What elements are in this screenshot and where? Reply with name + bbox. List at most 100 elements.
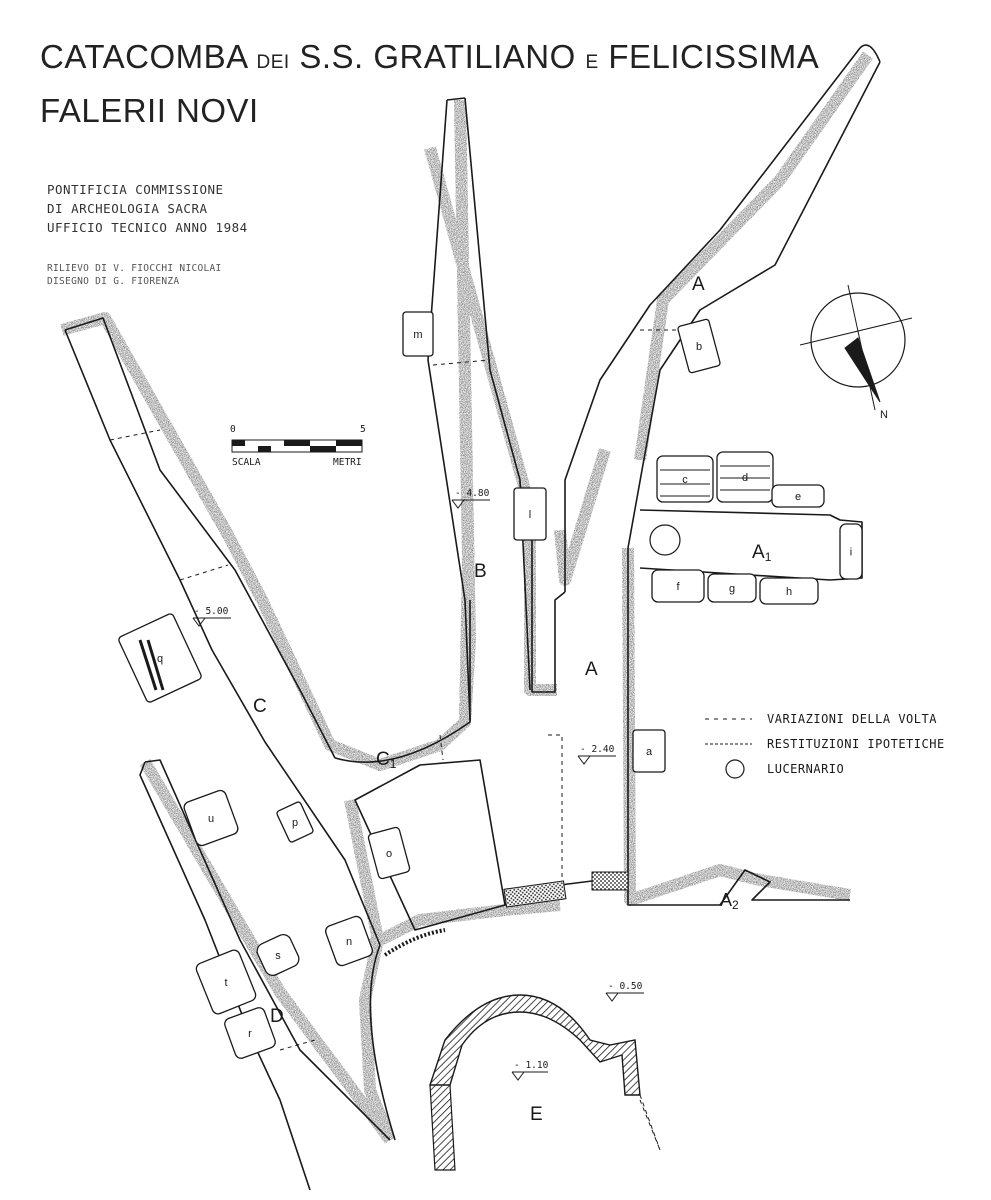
level-junction-text: - 0.50 <box>608 981 643 992</box>
gallery-c-north-wall <box>64 317 336 759</box>
chamber-central <box>354 759 506 931</box>
tomb-label-n: n <box>346 936 352 948</box>
level-c-text: - 5.00 <box>194 606 229 617</box>
vault-variation-lines <box>109 329 700 1151</box>
chamber-e-west-wall <box>429 1084 456 1171</box>
tomb-label-r: r <box>248 1028 252 1040</box>
gallery-label-a2-sub: 2 <box>732 898 739 912</box>
legend-skylight-label: LUCERNARIO <box>767 762 844 776</box>
level-marker-e: - 1.10 <box>511 1060 549 1081</box>
junction-arc <box>369 944 396 1141</box>
gallery-label-c: C <box>253 696 267 717</box>
tomb-n <box>325 915 373 967</box>
legend-hypothetical-label: RESTITUZIONI IPOTETICHE <box>767 737 945 751</box>
north-label: N <box>880 409 888 421</box>
tomb-i <box>839 523 863 580</box>
legend: VARIAZIONI DELLA VOLTA RESTITUZIONI IPOT… <box>705 712 945 779</box>
tomb-label-m: m <box>413 329 422 341</box>
tomb-r <box>224 1007 276 1059</box>
gallery-label-a1-main: A <box>752 542 765 563</box>
level-marker-b: - 4.80 <box>451 488 490 509</box>
chamber-e-east <box>639 1094 661 1151</box>
gallery-a2-walls <box>719 869 850 906</box>
gallery-label-e: E <box>530 1104 543 1125</box>
level-marker-a: - 2.40 <box>577 744 616 765</box>
tomb-f <box>651 569 705 603</box>
gallery-labels: A A A1 A2 B C C1 D E <box>253 274 772 1125</box>
chamber-e-apse <box>429 994 641 1096</box>
level-marker-junction: - 0.50 <box>605 981 644 1002</box>
gallery-label-c1-main: C <box>376 749 390 770</box>
gallery-label-c1-sub: 1 <box>390 757 397 771</box>
map-title-line1: CATACOMBA DEI S.S. GRATILIANO E FELICISS… <box>40 38 819 76</box>
credit-drawing: DISEGNO DI G. FIORENZA <box>47 276 180 287</box>
tomb-label-t: t <box>224 977 227 989</box>
level-e-text: - 1.10 <box>514 1060 549 1071</box>
credit-archeology: DI ARCHEOLOGIA SACRA <box>47 201 208 216</box>
title-part-saints: S.S. GRATILIANO <box>289 38 586 75</box>
gallery-d-west-wall <box>144 759 391 1141</box>
gallery-a-lower-west <box>531 505 566 693</box>
tomb-q <box>118 613 202 703</box>
north-circle <box>810 292 906 388</box>
tomb-c <box>656 455 714 503</box>
tomb-g <box>707 573 757 603</box>
tomb-o <box>367 826 411 880</box>
tomb-label-p: p <box>292 817 298 829</box>
tomb-dividers <box>138 465 770 691</box>
credit-office-year: UFFICIO TECNICO ANNO 1984 <box>47 220 248 235</box>
scale-start: 0 <box>230 424 236 435</box>
masonry-block-2 <box>591 871 629 891</box>
tombs <box>118 311 863 1059</box>
tomb-label-h: h <box>786 586 792 598</box>
title-part-felicissima: FELICISSIMA <box>598 38 820 75</box>
credits-authors: RILIEVO DI V. FIOCCHI NICOLAI DISEGNO DI… <box>47 262 222 288</box>
gallery-a1-walls <box>639 509 863 581</box>
gallery-a-north-end <box>859 44 881 63</box>
masonry <box>383 871 661 1171</box>
tomb-b <box>677 318 721 374</box>
tomb-m <box>402 311 434 357</box>
tomb-label-q: q <box>157 653 163 665</box>
map-title-line2: FALERII NOVI <box>40 92 259 129</box>
level-marker-c: - 5.00 <box>192 606 231 627</box>
gallery-c1-arc <box>334 600 471 763</box>
gallery-a-lower-east <box>627 548 720 906</box>
gallery-label-a1: A1 <box>752 542 772 564</box>
tomb-h <box>759 577 819 605</box>
tomb-s <box>256 933 300 977</box>
gallery-b-north-end <box>446 97 466 101</box>
legend-vault-label: VARIAZIONI DELLA VOLTA <box>767 712 937 726</box>
legend-skylight-swatch <box>725 759 745 779</box>
scale-right-label: METRI <box>333 457 362 468</box>
tomb-a <box>632 729 666 773</box>
gallery-label-c1: C1 <box>376 749 397 771</box>
north-arrow-icon <box>844 337 881 403</box>
tomb-p <box>276 801 314 843</box>
masonry-block-1 <box>503 880 567 908</box>
tomb-label-f: f <box>676 581 680 593</box>
north-arrow: N <box>799 284 913 421</box>
gallery-label-a-lower: A <box>585 659 598 680</box>
skylight-marker <box>649 524 681 556</box>
gallery-label-d: D <box>270 1006 284 1027</box>
title-part-dei: DEI <box>256 52 290 73</box>
tomb-label-l: l <box>529 509 531 521</box>
tomb-label-i: i <box>850 547 852 559</box>
scale-end: 5 <box>360 424 366 435</box>
tomb-label-b: b <box>696 341 702 353</box>
tomb-label-e: e <box>795 491 801 503</box>
tomb-l <box>513 487 547 541</box>
gallery-label-a2-main: A <box>720 890 732 910</box>
title-part-catacomba: CATACOMBA <box>40 38 257 75</box>
tomb-t <box>195 949 257 1015</box>
title-part-e: E <box>585 52 599 73</box>
tomb-label-s: s <box>275 950 281 962</box>
gallery-b-west-wall <box>427 99 471 721</box>
gallery-a-east-wall <box>627 61 881 549</box>
gallery-label-a1-sub: 1 <box>765 550 772 564</box>
scale-bar: 0 5 SCALA METRI <box>230 424 366 468</box>
gallery-label-b: B <box>474 561 487 582</box>
